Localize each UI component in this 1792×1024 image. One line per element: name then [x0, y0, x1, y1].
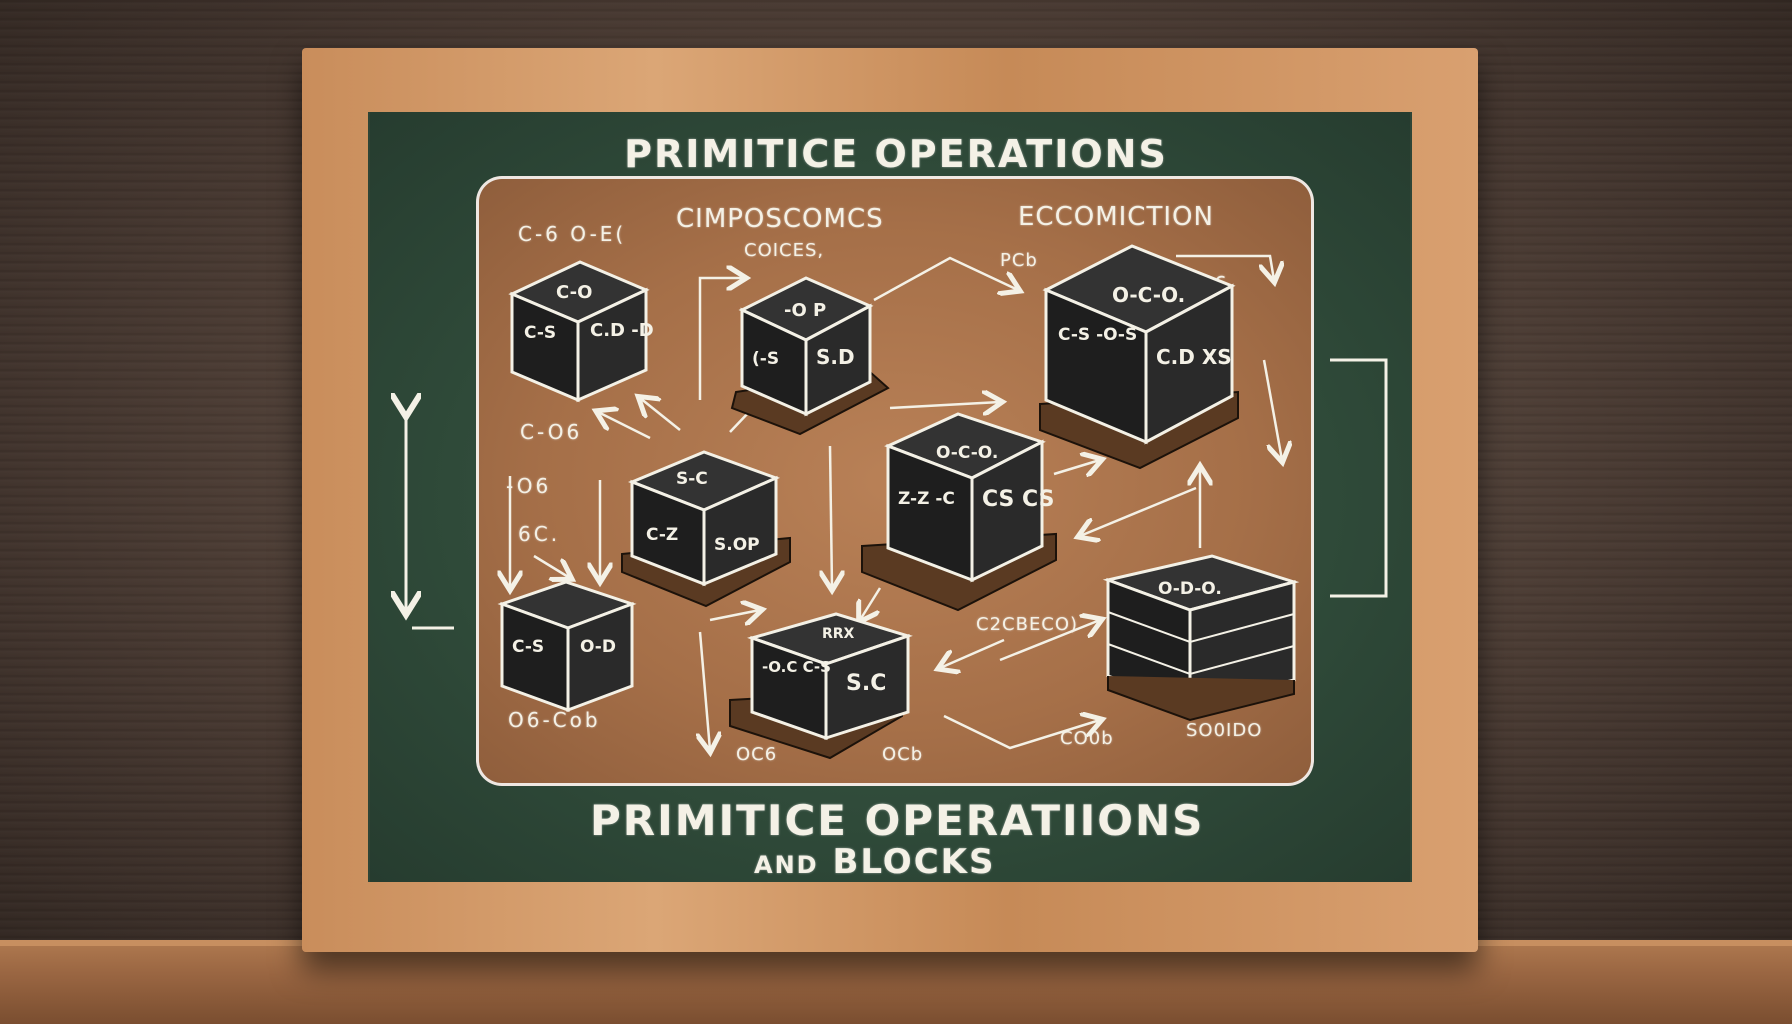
label-ocb: OCb — [882, 744, 924, 765]
left-bracket — [406, 414, 454, 630]
cube-3-left: C-S -O-S — [1058, 325, 1137, 345]
cube-1-right: C.D -D — [590, 320, 654, 341]
cube-1-top: C-O — [556, 282, 592, 303]
cube-3-right: C.D XS — [1156, 345, 1232, 369]
cube-2-right: S.D — [816, 345, 855, 369]
cube-6-left: C-S — [512, 637, 544, 657]
label-soc: SO0IDO — [1186, 720, 1263, 741]
cube-1-left: C-S — [524, 323, 556, 343]
cube-2-left: (-S — [752, 349, 779, 369]
label-ecocmiction: ECCOMICTION — [1018, 202, 1214, 232]
cube-7: RRX -O.C C-S S.C — [729, 612, 913, 760]
cube-5: O-C-O. Z-Z -C CS CS — [861, 412, 1057, 612]
title-bottom-and: AND — [754, 851, 819, 879]
cube-6: C-S O-D — [497, 580, 637, 713]
title-top: PRIMITICE OPERATIONS — [624, 132, 1168, 176]
cube-2: -O P (-S S.D — [730, 276, 890, 436]
cube-4: S-C C-Z S.OP — [621, 450, 791, 608]
cube-5-right: CS CS — [982, 487, 1054, 512]
cube-7-top: RRX — [822, 626, 855, 642]
label-pcb: PCb — [1000, 250, 1038, 271]
right-bracket — [1330, 358, 1388, 598]
scribble-1: C-6 O-E( — [518, 222, 627, 246]
cube-3-top: O-C-O. — [1112, 283, 1185, 307]
title-bottom-blocks: BLOCKS — [832, 842, 996, 882]
scribble-5: O6-Cob — [508, 708, 601, 732]
label-coices: COICES, — [744, 240, 825, 261]
cube-4-top: S-C — [676, 469, 708, 489]
scribble-4: 6C. — [518, 522, 561, 546]
cube-5-left: Z-Z -C — [898, 489, 955, 509]
scribble-3: -O6 — [506, 474, 552, 498]
cube-1: C-O C-S C.D -D — [508, 260, 654, 403]
cube-8: O-D-O. — [1102, 554, 1300, 722]
wooden-shelf — [0, 940, 1792, 1024]
cube-5-top: O-C-O. — [936, 443, 998, 463]
cube-7-right: S.C — [846, 671, 886, 696]
cube-2-top: -O P — [784, 300, 826, 321]
cube-8-top: O-D-O. — [1158, 579, 1222, 599]
arrows — [510, 254, 1282, 750]
title-bottom-line1: PRIMITICE OPERATIIONS — [590, 796, 1205, 845]
cube-7-left: -O.C C-S — [762, 658, 831, 676]
cube-3: O-C-O. C-S -O-S C.D XS — [1039, 244, 1239, 470]
label-occ: OC6 — [736, 744, 778, 765]
cube-6-right: O-D — [580, 637, 616, 657]
cube-4-right: S.OP — [714, 535, 760, 555]
scribble-2: C-O6 — [520, 420, 583, 444]
cube-4-left: C-Z — [646, 525, 678, 545]
title-bottom-line2: AND BLOCKS — [754, 842, 996, 882]
label-cecbeco: C2CBECO) — [976, 614, 1079, 635]
label-composcomcs: CIMPOSCOMCS — [676, 204, 884, 234]
